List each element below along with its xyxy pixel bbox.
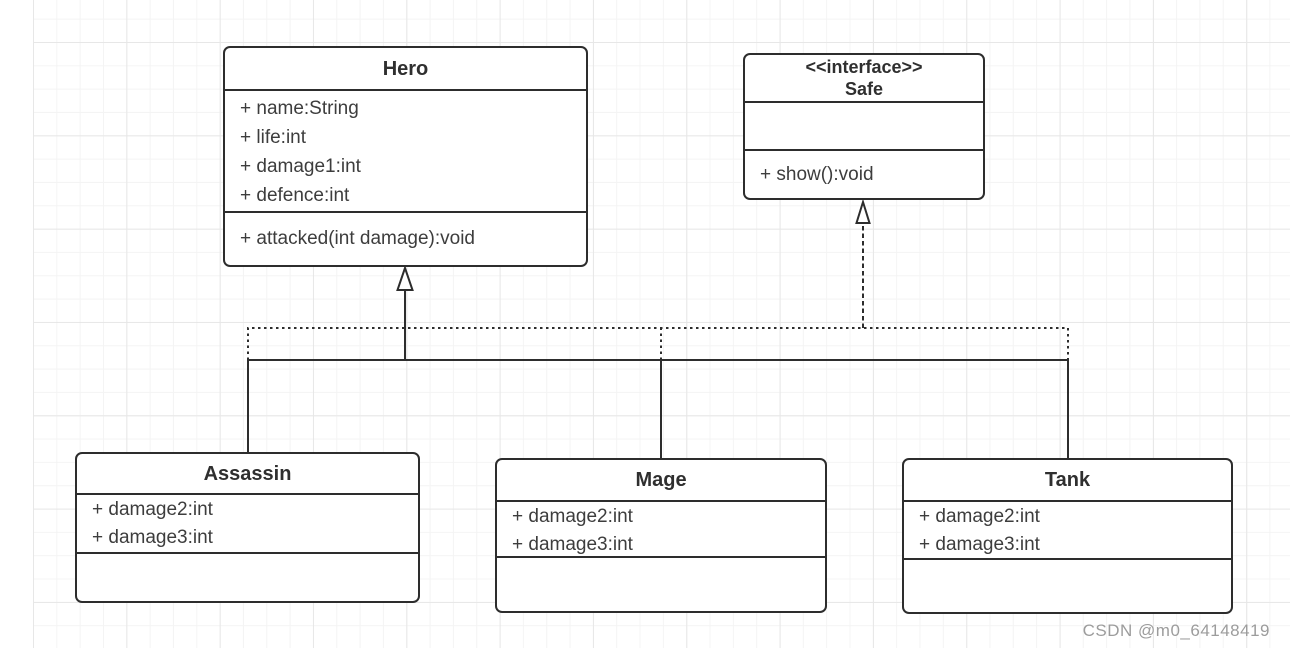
generalization-line: [247, 290, 1069, 458]
class-title-safe: <<interface>> Safe: [745, 55, 983, 103]
attribute-row: + damage2:int: [92, 499, 213, 520]
attribute-row: + damage3:int: [92, 527, 213, 548]
class-title-mage: Mage: [497, 460, 825, 502]
attribute-row: + damage2:int: [919, 506, 1040, 527]
methods-compartment: + show():void: [745, 151, 983, 198]
methods-compartment: [904, 560, 1231, 612]
class-title-tank: Tank: [904, 460, 1231, 502]
methods-compartment: + attacked(int damage):void: [225, 213, 586, 265]
attribute-row: + damage3:int: [919, 534, 1040, 555]
class-title-hero: Hero: [225, 48, 586, 91]
realization-arrowhead-icon: [855, 198, 871, 224]
attributes-compartment: + damage2:int + damage3:int: [77, 495, 418, 554]
attributes-compartment: + name:String + life:int + damage1:int +…: [225, 91, 586, 213]
class-box-safe: <<interface>> Safe + show():void: [743, 53, 985, 200]
class-box-assassin: Assassin + damage2:int + damage3:int: [75, 452, 420, 603]
interface-name: Safe: [844, 79, 884, 99]
realization-line: [247, 327, 1069, 360]
csdn-watermark: CSDN @m0_64148419: [1082, 621, 1270, 640]
attribute-row: + name:String: [240, 98, 359, 119]
class-title-assassin: Assassin: [77, 454, 418, 495]
class-box-tank: Tank + damage2:int + damage3:int: [902, 458, 1233, 614]
generalization-arrowhead-icon: [396, 264, 414, 291]
class-box-mage: Mage + damage2:int + damage3:int: [495, 458, 827, 613]
attribute-row: + life:int: [240, 127, 307, 148]
attributes-compartment: + damage2:int + damage3:int: [904, 502, 1231, 560]
attributes-compartment: + damage2:int + damage3:int: [497, 502, 825, 558]
attribute-row: + damage2:int: [512, 506, 633, 527]
attribute-row: + damage3:int: [512, 534, 633, 555]
interface-stereotype: <<interface>>: [805, 57, 923, 77]
attributes-compartment: [745, 103, 983, 151]
methods-compartment: [77, 554, 418, 601]
attribute-row: + defence:int: [240, 185, 350, 206]
class-box-hero: Hero + name:String + life:int + damage1:…: [223, 46, 588, 267]
methods-compartment: [497, 558, 825, 611]
method-row: + attacked(int damage):void: [240, 228, 475, 249]
attribute-row: + damage1:int: [240, 156, 361, 177]
method-row: + show():void: [760, 163, 874, 185]
